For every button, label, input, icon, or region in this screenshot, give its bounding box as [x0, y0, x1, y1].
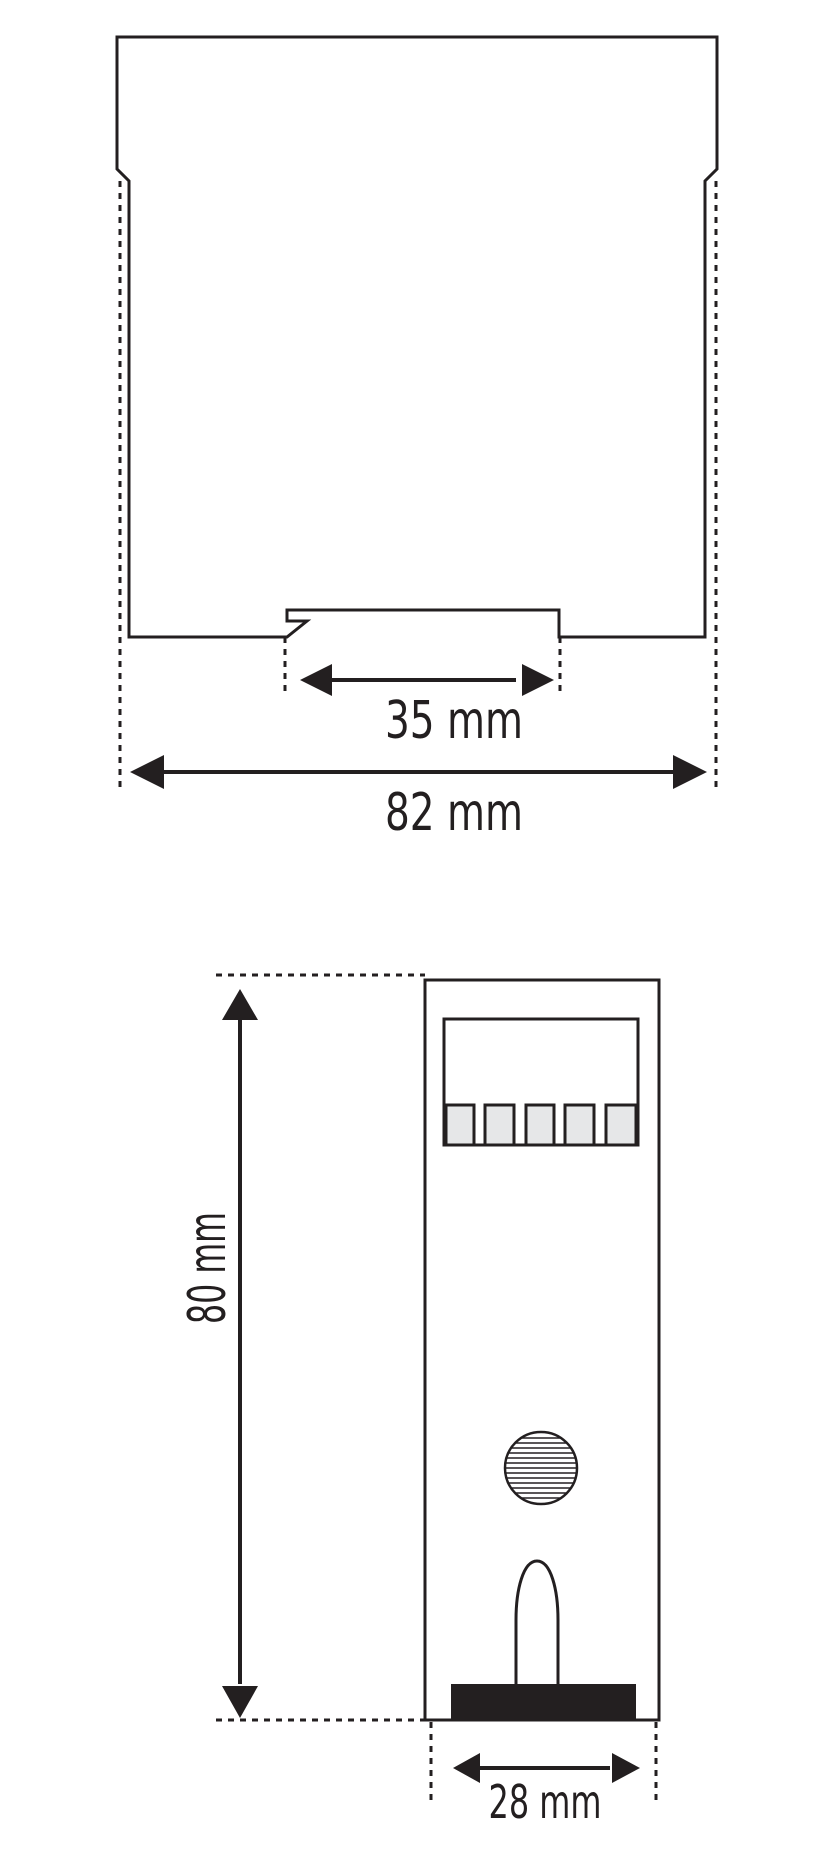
width-dimension-arrow: [130, 755, 707, 789]
terminal-cell: [524, 1103, 556, 1147]
front-view: 80 mm 28 mm: [178, 973, 661, 1829]
top-view: 35 mm 82 mm: [115, 35, 719, 843]
height-dimension-arrow: [222, 989, 258, 1718]
terminal-cell: [444, 1103, 476, 1147]
depth-dimension-arrow: [300, 664, 554, 696]
din-rail-clip-base: [451, 1684, 636, 1720]
terminal-cell: [604, 1103, 638, 1147]
width-dimension-label: 82 mm: [385, 783, 523, 843]
height-dimension-label: 80 mm: [178, 1212, 238, 1324]
module-width-dimension-arrow: [453, 1753, 640, 1783]
din-clip-lever: [514, 1559, 560, 1686]
module-width-dimension-label: 28 mm: [489, 1775, 602, 1829]
housing-side-outline: [115, 35, 719, 639]
depth-dimension-label: 35 mm: [385, 691, 523, 751]
terminal-cell: [563, 1103, 596, 1147]
terminal-cell: [483, 1103, 516, 1147]
